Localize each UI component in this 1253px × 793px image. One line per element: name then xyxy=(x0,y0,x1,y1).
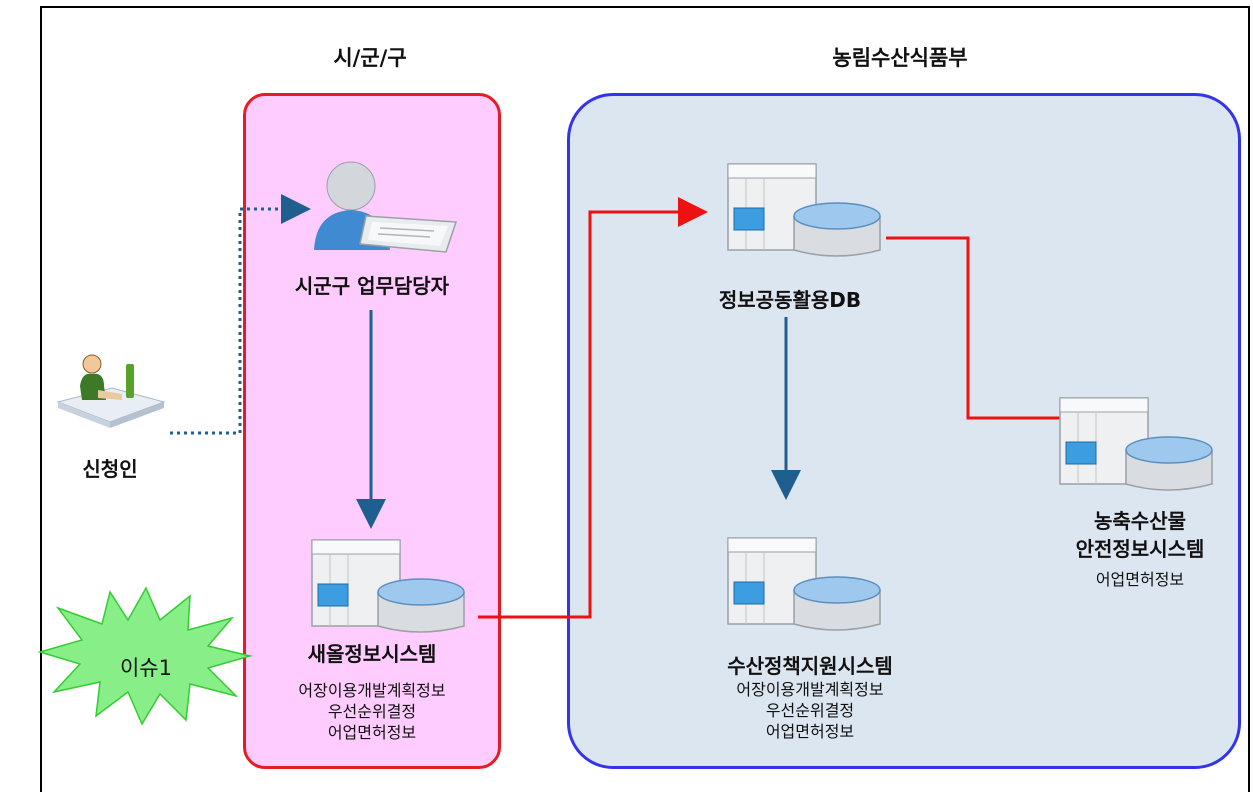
fishery-info-line: 어장이용개발계획정보 xyxy=(736,680,884,699)
person-at-desk-icon xyxy=(56,354,166,428)
shareddb-to-safety-link xyxy=(886,236,1060,420)
saeol-info-line: 어장이용개발계획정보 xyxy=(298,681,446,700)
safety-system-name-line2: 안전정보시스템 xyxy=(1075,537,1205,561)
server-database-icon xyxy=(311,539,465,633)
shared-db-name: 정보공동활용DB xyxy=(718,288,862,312)
starburst-icon xyxy=(37,586,253,726)
saeol-info-line: 어업면허정보 xyxy=(327,723,417,742)
saeol-system-name: 새올정보시스템 xyxy=(307,642,437,666)
server-database-icon xyxy=(727,163,881,257)
safety-system-name-line1: 농축수산물 xyxy=(1094,509,1186,533)
region-title-city: 시/군/구 xyxy=(333,46,407,70)
applicant-to-officer-link xyxy=(170,194,311,435)
server-database-icon xyxy=(727,537,881,631)
safety-info-line: 어업면허정보 xyxy=(1095,570,1185,589)
fishery-info-line: 어업면허정보 xyxy=(765,722,855,741)
officer-with-document-icon xyxy=(314,161,458,253)
issue-label: 이슈1 xyxy=(119,656,172,680)
officer-label: 시군구 업무담당자 xyxy=(294,274,450,298)
region-title-ministry: 농림수산식품부 xyxy=(832,46,968,70)
saeol-info-line: 우선순위결정 xyxy=(327,702,417,721)
saeol-to-shareddb-link xyxy=(478,197,708,619)
applicant-label: 신청인 xyxy=(82,457,138,481)
fishery-system-name: 수산정책지원시스템 xyxy=(727,654,893,678)
fishery-info-line: 우선순위결정 xyxy=(765,701,855,720)
diagram-frame xyxy=(40,6,1250,792)
server-database-icon xyxy=(1059,397,1213,491)
